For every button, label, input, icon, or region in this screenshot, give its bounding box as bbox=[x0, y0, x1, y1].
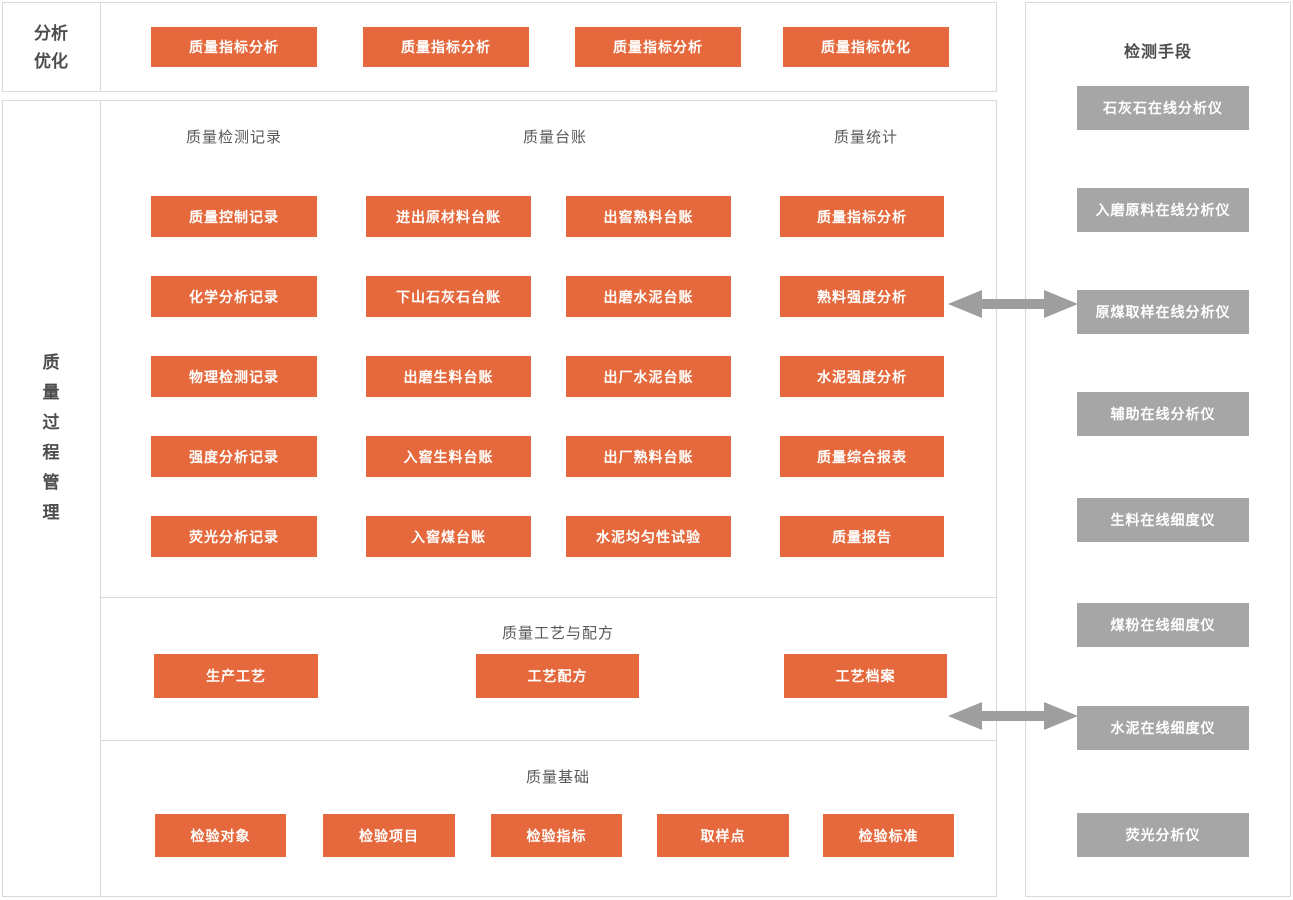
btn-quality-indicator-optimization[interactable]: 质量指标优化 bbox=[783, 27, 949, 67]
device-raw-meal-online-fineness-meter[interactable]: 生料在线细度仪 bbox=[1077, 498, 1249, 542]
module-mill-outlet-cement-ledger[interactable]: 出磨水泥台账 bbox=[566, 276, 731, 317]
header-detection-methods: 检测手段 bbox=[1123, 44, 1192, 61]
main-box-divider bbox=[100, 101, 101, 896]
section-divider-2 bbox=[101, 740, 996, 741]
module-quality-control-record[interactable]: 质量控制记录 bbox=[151, 196, 317, 237]
module-mill-outlet-raw-meal-ledger[interactable]: 出磨生料台账 bbox=[366, 356, 531, 397]
module-cement-uniformity-test[interactable]: 水泥均匀性试验 bbox=[566, 516, 731, 557]
module-sampling-point[interactable]: 取样点 bbox=[657, 814, 789, 857]
module-process-recipe[interactable]: 工艺配方 bbox=[476, 654, 639, 698]
device-fluorescence-analyzer[interactable]: 荧光分析仪 bbox=[1077, 813, 1249, 857]
btn-quality-indicator-analysis-2[interactable]: 质量指标分析 bbox=[363, 27, 529, 67]
module-limestone-downhill-ledger[interactable]: 下山石灰石台账 bbox=[366, 276, 531, 317]
device-coal-powder-online-fineness-meter[interactable]: 煤粉在线细度仪 bbox=[1077, 603, 1249, 647]
label-quality-process-management: 质量过程管理 bbox=[42, 353, 60, 522]
header-quality-base: 质量基础 bbox=[525, 769, 590, 786]
device-limestone-online-analyzer[interactable]: 石灰石在线分析仪 bbox=[1077, 86, 1249, 130]
module-inspection-indicator[interactable]: 检验指标 bbox=[491, 814, 622, 857]
module-kiln-feed-raw-meal-ledger[interactable]: 入窖生料台账 bbox=[366, 436, 531, 477]
header-inspection-records: 质量检测记录 bbox=[185, 129, 282, 146]
device-cement-online-fineness-meter[interactable]: 水泥在线细度仪 bbox=[1077, 706, 1249, 750]
label-analysis-optimization: 分析优化 bbox=[34, 24, 68, 71]
section-divider-1 bbox=[101, 597, 996, 598]
module-kiln-feed-coal-ledger[interactable]: 入窖煤台账 bbox=[366, 516, 531, 557]
header-process-and-recipe: 质量工艺与配方 bbox=[501, 625, 614, 642]
device-auxiliary-online-analyzer[interactable]: 辅助在线分析仪 bbox=[1077, 392, 1249, 436]
module-ex-factory-cement-ledger[interactable]: 出厂水泥台账 bbox=[566, 356, 731, 397]
module-kiln-outlet-clinker-ledger[interactable]: 出窖熟料台账 bbox=[566, 196, 731, 237]
header-quality-ledger: 质量台账 bbox=[522, 129, 587, 146]
module-quality-report[interactable]: 质量报告 bbox=[780, 516, 944, 557]
module-strength-analysis-record[interactable]: 强度分析记录 bbox=[151, 436, 317, 477]
module-quality-indicator-analysis[interactable]: 质量指标分析 bbox=[780, 196, 944, 237]
device-raw-coal-sampling-online-analyzer[interactable]: 原煤取样在线分析仪 bbox=[1077, 290, 1249, 334]
module-chemical-analysis-record[interactable]: 化学分析记录 bbox=[151, 276, 317, 317]
module-process-archive[interactable]: 工艺档案 bbox=[784, 654, 947, 698]
double-arrow-icon-cement-link bbox=[948, 702, 1078, 730]
module-ex-factory-clinker-ledger[interactable]: 出厂熟料台账 bbox=[566, 436, 731, 477]
module-production-process[interactable]: 生产工艺 bbox=[154, 654, 318, 698]
top-band-divider bbox=[100, 3, 101, 91]
header-quality-statistics: 质量统计 bbox=[833, 129, 898, 146]
module-clinker-strength-analysis[interactable]: 熟料强度分析 bbox=[780, 276, 944, 317]
module-fluorescence-analysis-record[interactable]: 荧光分析记录 bbox=[151, 516, 317, 557]
device-mill-feed-raw-material-online-analyzer[interactable]: 入磨原料在线分析仪 bbox=[1077, 188, 1249, 232]
module-physical-test-record[interactable]: 物理检测记录 bbox=[151, 356, 317, 397]
module-cement-strength-analysis[interactable]: 水泥强度分析 bbox=[780, 356, 944, 397]
detection-methods-panel bbox=[1025, 2, 1291, 897]
btn-quality-indicator-analysis-3[interactable]: 质量指标分析 bbox=[575, 27, 741, 67]
module-inspection-item[interactable]: 检验项目 bbox=[323, 814, 455, 857]
module-inspection-object[interactable]: 检验对象 bbox=[155, 814, 286, 857]
module-quality-comprehensive-report[interactable]: 质量综合报表 bbox=[780, 436, 944, 477]
module-raw-material-inout-ledger[interactable]: 进出原材料台账 bbox=[366, 196, 531, 237]
btn-quality-indicator-analysis-1[interactable]: 质量指标分析 bbox=[151, 27, 317, 67]
module-inspection-standard[interactable]: 检验标准 bbox=[823, 814, 954, 857]
double-arrow-icon-clinker-link bbox=[948, 290, 1078, 318]
